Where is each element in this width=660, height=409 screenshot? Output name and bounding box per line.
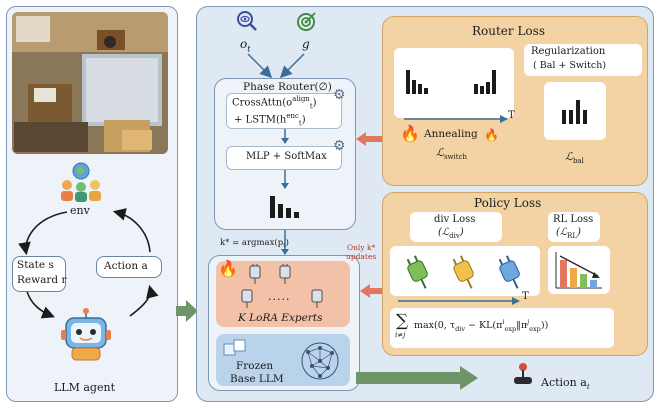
phase-probability-bars-icon — [270, 196, 299, 218]
phase-router-title: Phase Router(∅) — [243, 81, 332, 93]
time-axis-label: T — [508, 110, 515, 121]
policy-loss-title: Policy Loss — [474, 196, 542, 210]
environment-observation-image — [12, 12, 168, 154]
lora-expert-plugs — [241, 264, 323, 308]
policy-timeline-arrow — [398, 297, 520, 305]
fire-icon: 🔥 — [484, 128, 499, 142]
frozen-label-2: Base LLM — [230, 373, 284, 385]
rl-loss-chart-box — [548, 246, 610, 294]
gear-icon: ⚙ — [333, 138, 346, 154]
router-down-arrow-2 — [281, 170, 289, 189]
joystick-icon — [512, 362, 534, 386]
action-output-label: Action at — [541, 376, 590, 392]
router-loss-title: Router Loss — [472, 24, 545, 38]
state-label: State s — [17, 259, 54, 271]
input-arrows — [247, 53, 305, 79]
regularization-title: Regularization — [531, 46, 606, 57]
balance-loss-label: ℒbal — [565, 150, 584, 166]
neural-network-icon — [298, 340, 342, 382]
mlp-softmax-label: MLP + SoftMax — [246, 151, 327, 162]
reward-label: Reward r — [17, 274, 67, 286]
goal-target-icon — [296, 10, 318, 32]
early-phase-bars-icon — [406, 70, 428, 94]
decreasing-loss-chart-icon — [555, 252, 602, 289]
argmax-down-arrow — [281, 230, 289, 255]
argmax-label: k* = argmax(pt) — [220, 238, 289, 250]
crossattn-lstm-box — [226, 93, 342, 129]
late-phase-bars-icon — [474, 70, 496, 94]
regularization-box — [524, 44, 642, 76]
sum-symbol: ∑ — [396, 311, 409, 331]
to-action-arrow — [356, 366, 478, 390]
crossattn-label: CrossAttn(oalignt) — [232, 95, 317, 111]
router-loss-gradient-arrow — [356, 132, 382, 146]
llm-agent-robot-icon — [58, 308, 114, 362]
gear-icon: ⚙ — [333, 87, 346, 103]
diversity-formula: max(0, τdiv − KL(πiexp‖πjexp)) — [414, 318, 549, 334]
action-label: Action a — [104, 260, 148, 272]
lora-experts-label: K LoRA Experts — [238, 312, 323, 324]
observation-label: ot — [240, 37, 251, 54]
only-k-updates-note: Only k* updates — [346, 243, 377, 261]
goal-label: g — [302, 37, 310, 51]
llm-agent-label: LLM agent — [54, 381, 115, 394]
div-loss-header — [410, 212, 502, 242]
rl-loss-title: RL Loss — [553, 214, 594, 225]
diverse-expert-plugs — [406, 255, 520, 289]
env-label: env — [70, 204, 90, 217]
observation-eye-icon — [236, 10, 258, 32]
state-reward-box — [12, 256, 66, 292]
ice-cube-icon — [222, 338, 248, 358]
fire-icon: 🔥 — [218, 259, 238, 278]
div-loss-symbol: (ℒdiv) — [438, 227, 464, 240]
router-down-arrow-1 — [281, 129, 289, 144]
action-box — [96, 256, 162, 278]
diversity-formula-box — [390, 308, 614, 348]
sum-index: i≠j — [395, 331, 406, 339]
rl-loss-symbol: (ℒRL) — [556, 227, 581, 240]
to-model-arrow — [176, 300, 198, 322]
annealing-label: Annealing — [424, 128, 478, 140]
switch-loss-label: ℒswitch — [436, 146, 468, 162]
rl-loss-header — [548, 212, 600, 242]
div-loss-title: div Loss — [434, 214, 476, 225]
policy-time-axis-label: T — [522, 291, 529, 302]
policy-loss-gradient-arrow — [360, 284, 384, 298]
mlp-softmax-box — [226, 146, 342, 170]
frozen-label-1: Frozen — [236, 360, 274, 372]
experts-ellipsis: ..... — [268, 290, 291, 303]
lstm-label: + LSTM(henct) — [234, 112, 306, 128]
environment-globe-icon — [58, 161, 104, 203]
plug-icon — [241, 264, 323, 308]
balance-loss-box — [544, 82, 606, 140]
regularization-subtitle: ( Bal + Switch) — [533, 60, 607, 71]
balanced-bars-icon — [562, 100, 587, 124]
fire-icon: 🔥 — [400, 124, 420, 143]
annealing-timeline-arrow — [404, 115, 508, 123]
